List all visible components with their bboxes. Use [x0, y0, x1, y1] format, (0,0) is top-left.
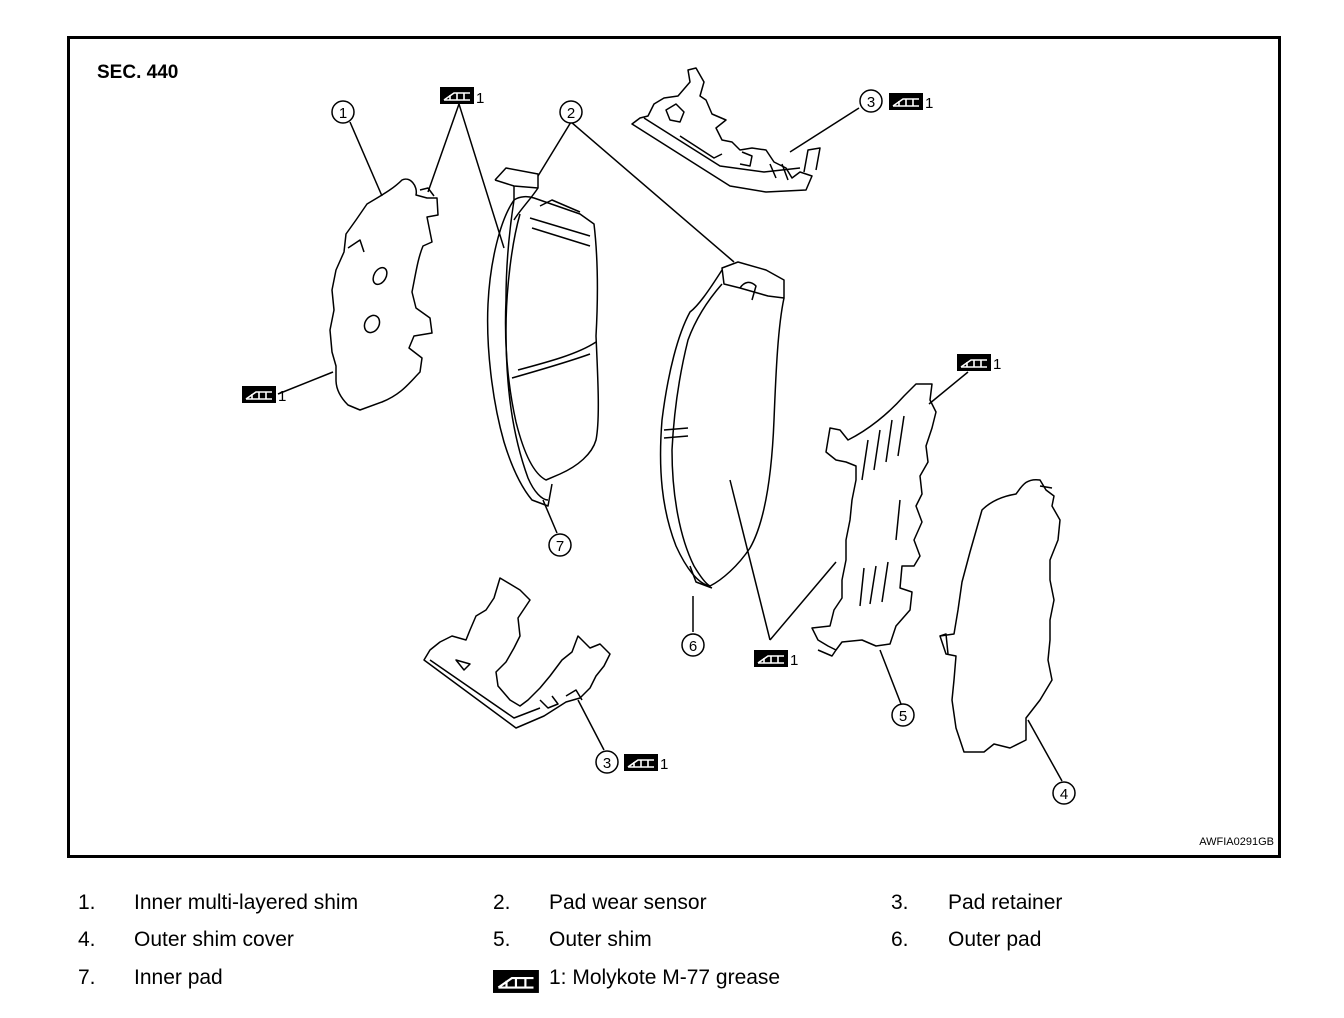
legend-grease-symbol-icon [491, 968, 540, 995]
inner-multi-layered-shim [329, 178, 439, 411]
svg-text:6: 6 [689, 638, 697, 655]
grease-ref: 1 [476, 90, 484, 107]
legend-label: Outer pad [948, 928, 1042, 951]
legend-num: 4. [78, 928, 96, 951]
grease-ref: 1 [278, 388, 286, 405]
legend-label: Inner pad [134, 966, 223, 989]
legend-num: 5. [493, 928, 511, 951]
pad-retainer-bottom [423, 577, 611, 729]
svg-text:1: 1 [339, 105, 347, 122]
svg-text:3: 3 [603, 755, 611, 772]
legend-label: Outer shim [549, 928, 652, 951]
pad-retainer-top [631, 67, 821, 193]
legend-num: 1. [78, 891, 96, 914]
grease-symbol-icon [956, 353, 992, 372]
legend-num: 7. [78, 966, 96, 989]
svg-text:5: 5 [899, 708, 907, 725]
legend-grease-note: 1: Molykote M-77 grease [549, 966, 781, 989]
legend-label: Pad retainer [948, 891, 1063, 914]
svg-text:2: 2 [567, 105, 575, 122]
grease-symbol-icon [888, 92, 924, 111]
outer-pad [659, 261, 785, 589]
grease-symbol-icon [439, 86, 475, 105]
grease-symbol-icon [753, 649, 789, 668]
outer-shim [811, 383, 937, 657]
svg-text:4: 4 [1060, 786, 1068, 803]
callout-5: 5 [891, 703, 915, 727]
section-label: SEC. 440 [97, 62, 179, 83]
figure-code: AWFIA0291GB [1199, 836, 1274, 848]
inner-pad [486, 167, 600, 507]
grease-ref: 1 [993, 356, 1001, 373]
legend-num: 3. [891, 891, 909, 914]
callout-2: 2 [559, 100, 583, 124]
callout-4: 4 [1052, 781, 1076, 805]
legend-num: 2. [493, 891, 511, 914]
grease-symbol-icon [241, 385, 277, 404]
callouts: 1 2 3 3 4 5 6 7 [331, 89, 1076, 805]
leader-lines [277, 103, 1063, 782]
callout-3-top: 3 [859, 89, 883, 113]
svg-text:3: 3 [867, 94, 875, 111]
svg-text:7: 7 [556, 538, 564, 555]
legend-label: Outer shim cover [134, 928, 294, 951]
callout-6: 6 [681, 633, 705, 657]
callout-3-bottom: 3 [595, 750, 619, 774]
callout-1: 1 [331, 100, 355, 124]
outer-shim-cover [939, 478, 1061, 753]
legend-label: Inner multi-layered shim [134, 891, 359, 914]
grease-markers: 1 1 1 1 1 1 [241, 86, 1001, 773]
grease-symbol-icon [623, 753, 659, 772]
callout-7: 7 [548, 533, 572, 557]
legend-label: Pad wear sensor [549, 891, 707, 914]
grease-ref: 1 [790, 652, 798, 669]
grease-ref: 1 [925, 95, 933, 112]
diagram-frame [67, 36, 1281, 858]
legend-num: 6. [891, 928, 909, 951]
grease-ref: 1 [660, 756, 668, 773]
